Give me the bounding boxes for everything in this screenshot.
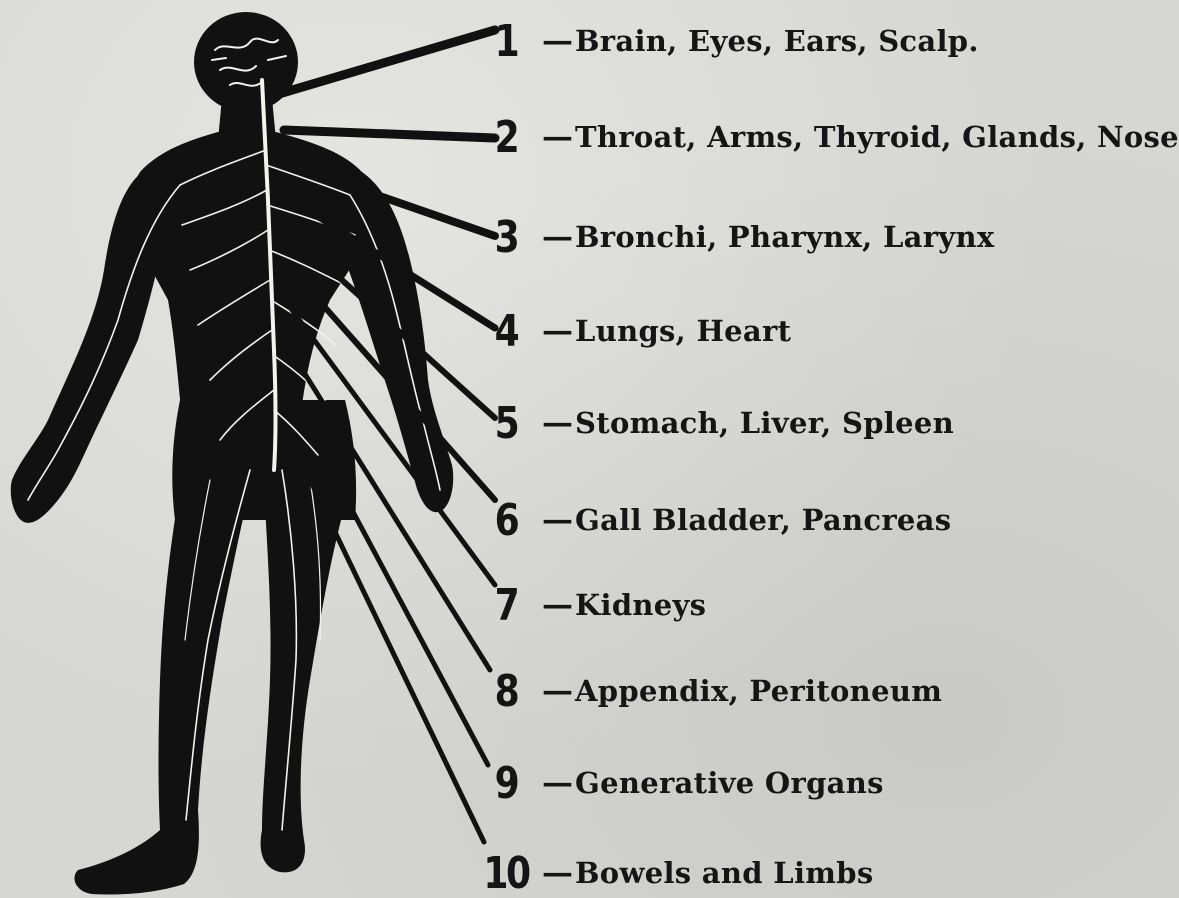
legend-text: Gall Bladder, Pancreas: [575, 503, 951, 537]
leader-line-1: [272, 30, 495, 96]
legend-text: Bowels and Limbs: [575, 856, 873, 890]
legend-text: Generative Organs: [575, 766, 884, 800]
legend-dash: —: [542, 23, 573, 59]
legend-item-10: 10 — Bowels and Limbs: [470, 848, 873, 898]
legend-item-2: 2 — Throat, Arms, Thyroid, Glands, Nose: [470, 112, 1179, 162]
legend-dash: —: [542, 673, 573, 709]
legend-text: Lungs, Heart: [575, 314, 791, 348]
legend-text: Kidneys: [575, 588, 706, 622]
legend-number: 7: [476, 580, 535, 631]
legend-text: Appendix, Peritoneum: [575, 674, 942, 708]
legend-text: Throat, Arms, Thyroid, Glands, Nose: [575, 120, 1179, 154]
legend-item-8: 8 — Appendix, Peritoneum: [470, 666, 942, 716]
legend-number: 5: [476, 398, 535, 449]
legend-text: Stomach, Liver, Spleen: [575, 406, 954, 440]
legend-text: Bronchi, Pharynx, Larynx: [575, 220, 994, 254]
legend-number: 4: [476, 306, 535, 357]
human-silhouette: [11, 12, 453, 895]
legend-dash: —: [542, 313, 573, 349]
legend-dash: —: [542, 765, 573, 801]
legend-item-1: 1 — Brain, Eyes, Ears, Scalp.: [470, 16, 979, 66]
legend-number: 2: [476, 112, 535, 163]
legend-item-4: 4 — Lungs, Heart: [470, 306, 791, 356]
legend-item-6: 6 — Gall Bladder, Pancreas: [470, 495, 951, 545]
legend-dash: —: [542, 855, 573, 891]
legend-dash: —: [542, 119, 573, 155]
legend-item-3: 3 — Bronchi, Pharynx, Larynx: [470, 212, 994, 262]
legend-dash: —: [542, 405, 573, 441]
legend-number: 6: [476, 495, 535, 546]
right-leg: [261, 505, 345, 872]
legend-dash: —: [542, 219, 573, 255]
legend-dash: —: [542, 587, 573, 623]
legend-item-5: 5 — Stomach, Liver, Spleen: [470, 398, 954, 448]
legend-dash: —: [542, 502, 573, 538]
legend-number: 1: [476, 16, 535, 67]
legend-item-7: 7 — Kidneys: [470, 580, 706, 630]
legend-item-9: 9 — Generative Organs: [470, 758, 884, 808]
hips: [172, 400, 356, 520]
legend-number: 8: [476, 666, 535, 717]
legend-number: 10: [476, 848, 535, 898]
legend-number: 3: [476, 212, 535, 263]
left-leg: [74, 500, 245, 895]
legend-number: 9: [476, 758, 535, 809]
left-arm: [11, 172, 165, 523]
legend-text: Brain, Eyes, Ears, Scalp.: [575, 24, 979, 58]
leader-line-2: [284, 130, 495, 138]
